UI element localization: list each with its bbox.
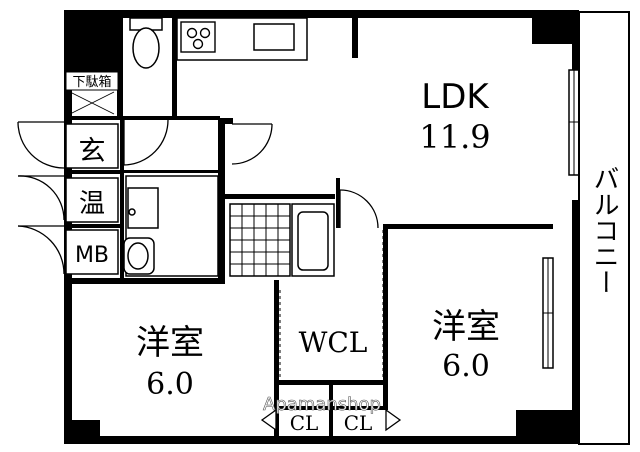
entrance-label: 玄 xyxy=(79,136,106,167)
watermark: Apamanshop xyxy=(263,394,381,415)
bedroom-right-size: 6.0 xyxy=(442,349,490,384)
stove-icon xyxy=(180,21,216,53)
ldk-size: 11.9 xyxy=(419,118,490,156)
interior-walls xyxy=(64,18,553,436)
meter-box-label: MB xyxy=(75,243,109,268)
bedroom-left-size: 6.0 xyxy=(146,367,194,402)
balcony-area xyxy=(578,11,630,445)
bedroom-left-name: 洋室 xyxy=(136,323,204,363)
ldk-name: LDK xyxy=(421,77,490,117)
wcl-openings xyxy=(279,230,384,378)
toilet-icon xyxy=(129,17,163,69)
entrance-doors xyxy=(17,119,379,275)
label-boxes xyxy=(65,123,119,275)
closet-2-label: CL xyxy=(344,411,373,435)
wcl-label: WCL xyxy=(299,326,368,359)
bedroom-right-name: 洋室 xyxy=(432,307,500,347)
closet-1-label: CL xyxy=(290,411,319,435)
balcony-window xyxy=(568,69,580,176)
closet-doors xyxy=(260,385,402,436)
shoe-box-label: 下駄箱 xyxy=(72,74,111,90)
washroom xyxy=(123,175,219,277)
bathtub-icon xyxy=(291,203,335,277)
bathroom-tiles xyxy=(229,203,291,277)
bedroom-window xyxy=(542,257,554,369)
water-heater-label: 温 xyxy=(79,189,105,219)
shoe-box xyxy=(65,71,119,115)
balcony-label: バルコニー xyxy=(589,165,619,295)
